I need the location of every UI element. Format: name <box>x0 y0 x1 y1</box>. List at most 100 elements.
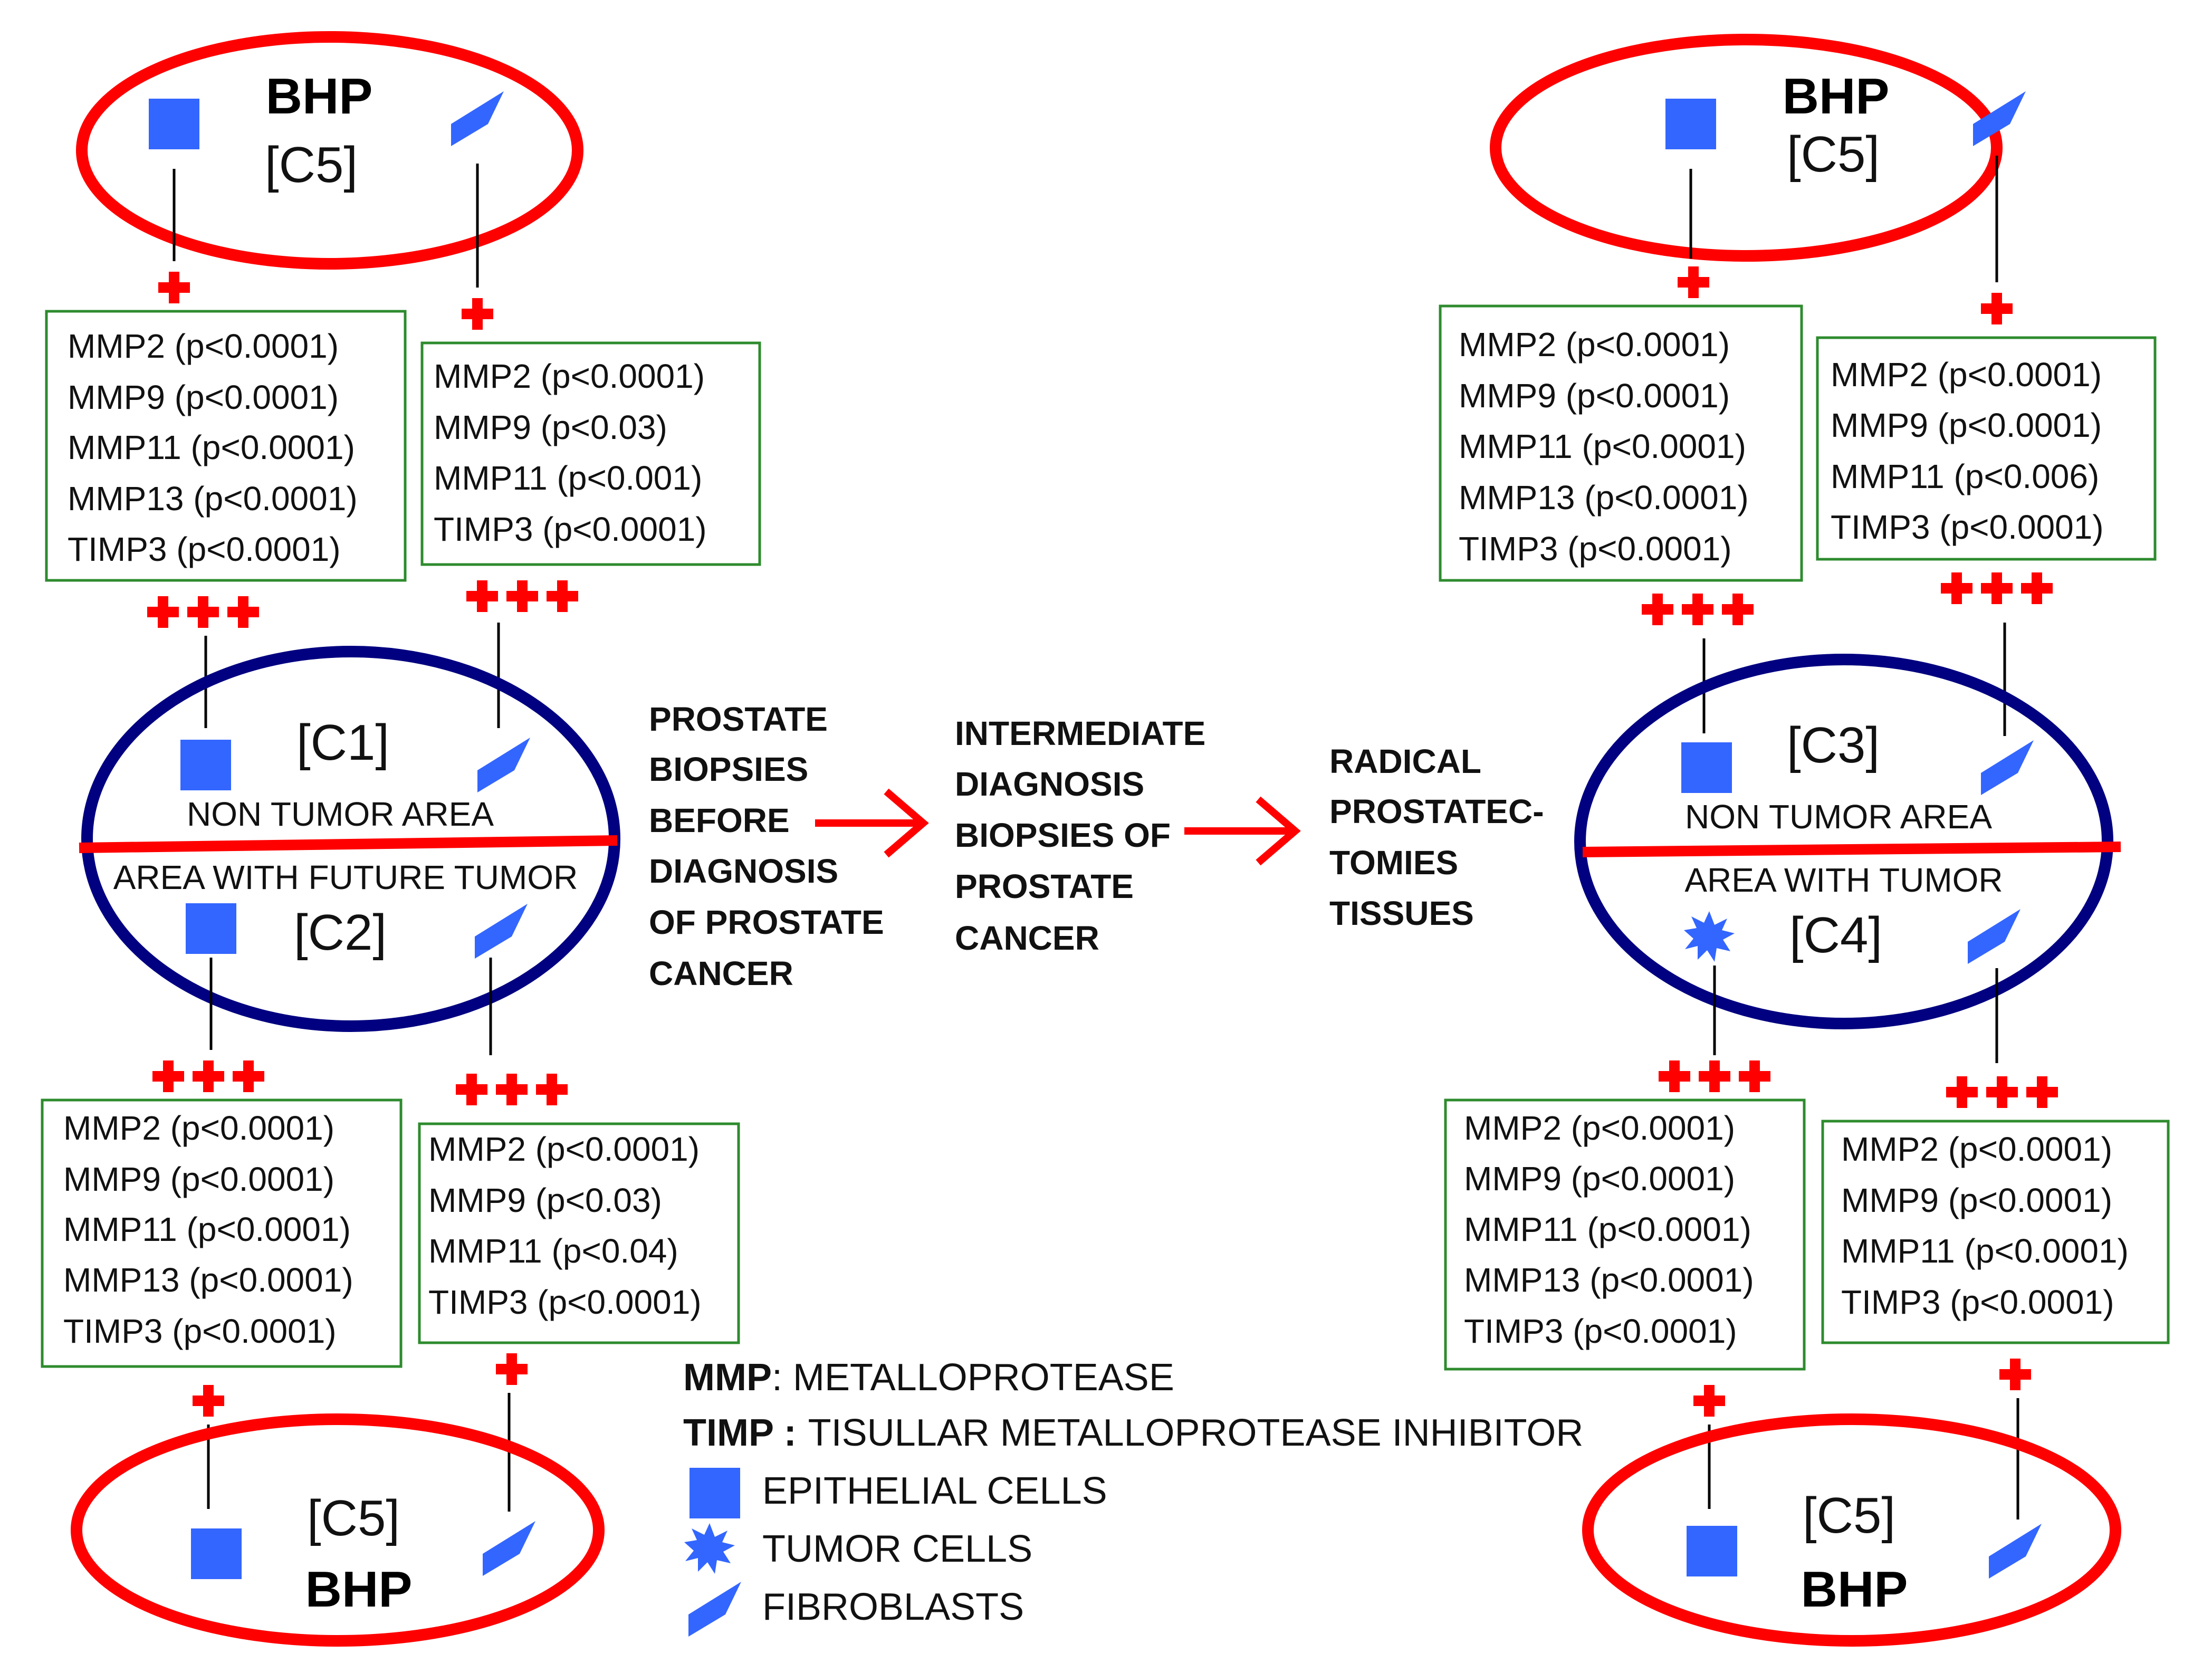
triple-plus-icon <box>1642 594 1754 625</box>
bhp-title: BHP <box>266 68 373 125</box>
epithelial-cell-icon <box>1681 742 1732 793</box>
marker-box-bl-fib: MMP2 (p<0.0001) MMP9 (p<0.03) MMP11 (p<0… <box>418 1122 740 1344</box>
epithelial-cell-icon <box>1665 99 1716 149</box>
marker-line: MMP2 (p<0.0001) <box>434 357 705 395</box>
marker-box-tr-epi: MMP2 (p<0.0001) MMP9 (p<0.0001) MMP11 (p… <box>1439 304 1803 582</box>
marker-line: MMP2 (p<0.0001) <box>1459 326 1730 364</box>
marker-line: MMP9 (p<0.0001) <box>1459 377 1730 415</box>
marker-line: MMP9 (p<0.0001) <box>68 378 339 416</box>
marker-box-br-fib: MMP2 (p<0.0001) MMP9 (p<0.0001) MMP11 (p… <box>1821 1120 2170 1344</box>
future-tumor-area-label: AREA WITH FUTURE TUMOR <box>113 858 578 896</box>
marker-line: TIMP3 (p<0.0001) <box>428 1283 702 1321</box>
marker-line: MMP2 (p<0.0001) <box>1464 1109 1735 1147</box>
marker-line: MMP11 (p<0.04) <box>428 1232 678 1270</box>
triple-plus-icon <box>1946 1076 2058 1108</box>
c1-label: [C1] <box>296 714 389 771</box>
marker-line: MMP13 (p<0.0001) <box>63 1261 353 1299</box>
marker-line: MMP11 (p<0.0001) <box>1459 427 1746 465</box>
fibroblast-icon <box>688 1582 741 1637</box>
non-tumor-area-label: NON TUMOR AREA <box>1685 798 1992 836</box>
triple-plus-icon <box>1941 572 2053 604</box>
triple-plus-icon <box>147 596 259 628</box>
marker-box-bl-epi: MMP2 (p<0.0001) MMP9 (p<0.0001) MMP11 (p… <box>41 1098 403 1368</box>
legend: MMP: METALLOPROTEASE TIMP :TISULLAR META… <box>683 1356 1583 1637</box>
bhp-title: BHP <box>1783 68 1890 125</box>
epithelial-cell-icon <box>1687 1526 1737 1576</box>
bhp-ellipse-bottom-right: [C5] BHP <box>1582 1413 2121 1647</box>
flow-line: CANCER <box>649 954 793 992</box>
tissue-ellipse-left: [C1] NON TUMOR AREA AREA WITH FUTURE TUM… <box>79 646 620 1032</box>
marker-line: MMP9 (p<0.0001) <box>63 1160 334 1198</box>
bhp-ellipse-bottom-left: [C5] BHP <box>71 1413 605 1647</box>
triple-plus-icon <box>456 1074 568 1105</box>
triple-plus-icon <box>1659 1060 1770 1092</box>
flow-arrow-1 <box>815 788 929 858</box>
legend-epithelial: EPITHELIAL CELLS <box>762 1470 1107 1512</box>
fibroblast-icon <box>1989 1524 2042 1579</box>
triple-plus-icon <box>152 1060 264 1092</box>
flow-line: DIAGNOSIS <box>649 852 838 890</box>
marker-line: MMP9 (p<0.0001) <box>1464 1160 1735 1198</box>
marker-line: TIMP3 (p<0.0001) <box>1831 508 2104 546</box>
marker-line: MMP11 (p<0.0001) <box>68 428 355 466</box>
marker-line: TIMP3 (p<0.0001) <box>68 530 341 568</box>
flow-step-2: INTERMEDIATE DIAGNOSIS BIOPSIES OF PROST… <box>955 714 1205 957</box>
c3-label: [C3] <box>1787 717 1880 773</box>
red-plus-icon <box>1693 1385 1725 1417</box>
marker-line: TIMP3 (p<0.0001) <box>434 510 707 548</box>
red-plus-icon <box>462 298 493 330</box>
flow-step-1: PROSTATE BIOPSIES BEFORE DIAGNOSIS OF PR… <box>649 700 884 992</box>
flow-line: DIAGNOSIS <box>955 765 1144 803</box>
marker-line: MMP9 (p<0.0001) <box>1831 406 2102 444</box>
divider-line <box>1582 842 2121 857</box>
bhp-ellipse-top-right: BHP [C5] <box>1490 34 2026 262</box>
bhp-title: BHP <box>305 1561 413 1618</box>
marker-line: TIMP3 (p<0.0001) <box>1841 1283 2114 1321</box>
flow-line: INTERMEDIATE <box>955 714 1205 752</box>
epithelial-cell-icon <box>149 99 199 149</box>
flow-line: TISSUES <box>1329 894 1474 932</box>
fibroblast-icon <box>477 738 530 792</box>
marker-line: MMP11 (p<0.0001) <box>63 1210 351 1248</box>
tissue-ellipse-right: [C3] NON TUMOR AREA AREA WITH TUMOR [C4] <box>1574 654 2121 1029</box>
c5-label: [C5] <box>1803 1487 1895 1544</box>
flow-step-3: RADICAL PROSTATEC- TOMIES TISSUES <box>1329 742 1544 932</box>
fibroblast-icon <box>475 904 528 959</box>
red-plus-icon <box>1678 266 1709 298</box>
marker-line: MMP2 (p<0.0001) <box>428 1130 700 1168</box>
fibroblast-icon <box>451 91 504 146</box>
non-tumor-area-label: NON TUMOR AREA <box>187 795 494 833</box>
epithelial-cell-icon <box>191 1528 242 1579</box>
c5-label: [C5] <box>307 1490 400 1546</box>
red-plus-icon <box>1981 293 2013 324</box>
tumor-cell-icon <box>1684 911 1735 962</box>
legend-mmp-abbr: MMP <box>683 1356 772 1399</box>
legend-tumor: TUMOR CELLS <box>762 1528 1032 1570</box>
tumor-cell-icon <box>684 1523 735 1574</box>
legend-fibroblasts: FIBROBLASTS <box>762 1586 1024 1628</box>
marker-line: MMP2 (p<0.0001) <box>68 327 339 365</box>
marker-box-tr-fib: MMP2 (p<0.0001) MMP9 (p<0.0001) MMP11 (p… <box>1816 336 2157 561</box>
marker-line: TIMP3 (p<0.0001) <box>1459 530 1732 568</box>
marker-line: MMP11 (p<0.001) <box>434 459 702 497</box>
marker-line: MMP13 (p<0.0001) <box>1459 479 1749 517</box>
marker-line: MMP9 (p<0.03) <box>428 1181 662 1219</box>
legend-timp-abbr: TIMP : <box>683 1412 797 1454</box>
marker-line: MMP2 (p<0.0001) <box>63 1109 334 1147</box>
legend-timp-def: TISULLAR METALLOPROTEASE INHIBITOR <box>808 1412 1584 1454</box>
red-plus-icon <box>158 272 190 303</box>
c2-label: [C2] <box>294 904 387 961</box>
flow-line: OF PROSTATE <box>649 903 884 941</box>
epithelial-cell-icon <box>690 1468 740 1518</box>
red-plus-icon <box>496 1353 528 1385</box>
bhp-title: BHP <box>1801 1561 1908 1618</box>
epithelial-cell-icon <box>186 903 236 954</box>
marker-line: MMP11 (p<0.0001) <box>1464 1210 1751 1248</box>
bhp-ellipse-top-left: BHP [C5] <box>76 31 583 270</box>
marker-box-br-epi: MMP2 (p<0.0001) MMP9 (p<0.0001) MMP11 (p… <box>1444 1098 1806 1371</box>
legend-timp: TIMP : TISULLAR METALLOPROTEASE INHIBITOR <box>683 1412 1583 1454</box>
marker-line: TIMP3 (p<0.0001) <box>1464 1312 1737 1350</box>
marker-line: MMP11 (p<0.0001) <box>1841 1232 2129 1270</box>
c5-label: [C5] <box>265 137 358 193</box>
flow-line: CANCER <box>955 919 1099 957</box>
